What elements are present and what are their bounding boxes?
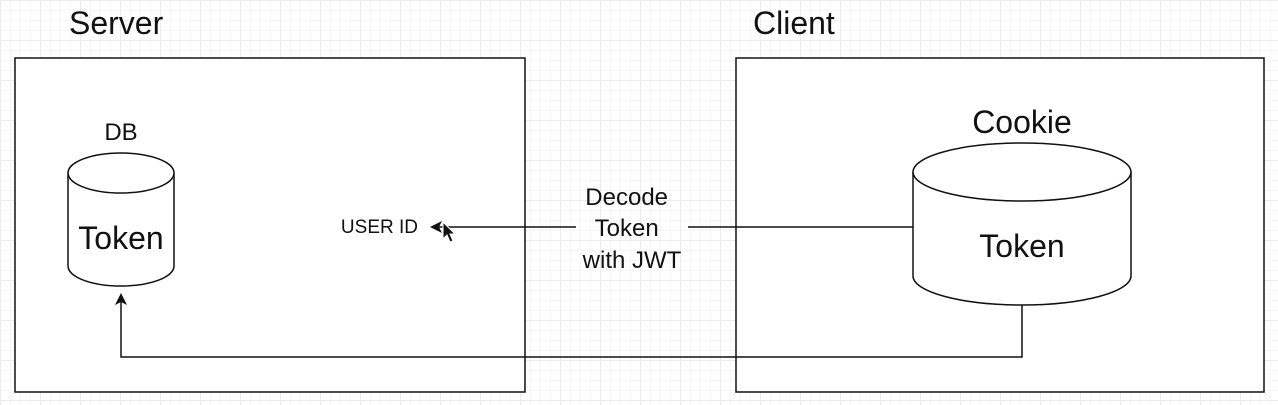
mouse-pointer-icon	[442, 220, 457, 243]
cookie-token-label: Token	[979, 228, 1064, 264]
user-id-label: USER ID	[341, 217, 418, 238]
return-edge[interactable]	[115, 293, 1023, 358]
db-label: DB	[104, 119, 137, 146]
db-cylinder[interactable]	[67, 152, 175, 287]
cookie-cylinder[interactable]	[912, 142, 1132, 306]
db-token-label: Token	[78, 220, 163, 256]
decode-label-line-1: Decode	[585, 184, 668, 211]
decode-label-line-2: Token	[595, 215, 659, 242]
decode-edge-label: Decode Token with JWT	[582, 184, 682, 274]
decode-label-line-3: with JWT	[582, 247, 682, 274]
server-title: Server	[69, 5, 164, 41]
cookie-label: Cookie	[972, 104, 1072, 140]
client-title: Client	[753, 5, 835, 41]
